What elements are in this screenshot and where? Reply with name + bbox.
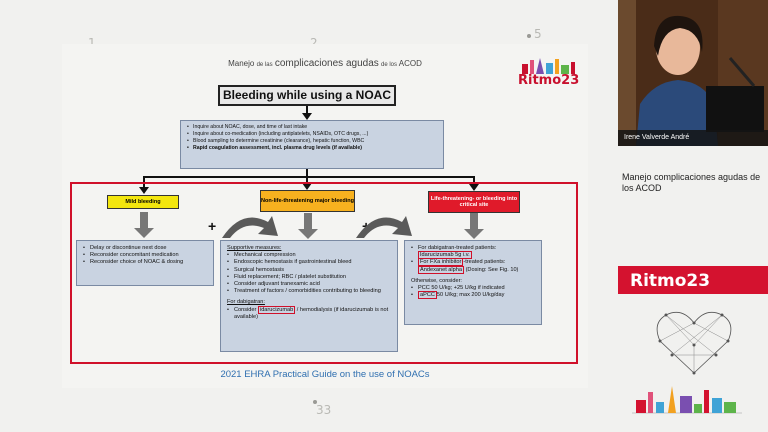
highlighted-drug: aPCC: [418, 291, 437, 300]
supportive-measures-panel: Supportive measures: Mechanical compress…: [220, 240, 398, 352]
panel-heading: Supportive measures:: [227, 245, 282, 251]
ritmo-logo: Ritmo23: [518, 54, 580, 88]
mild-bleeding-panel: Delay or discontinue next dose Reconside…: [76, 240, 214, 286]
title-part: complicaciones agudas: [274, 58, 379, 69]
title-part: de las: [256, 62, 273, 68]
text: -treated patients:: [463, 259, 506, 266]
brand-banner: Ritmo23: [618, 266, 768, 294]
connector: [473, 176, 475, 185]
panel-heading: Otherwise, consider:: [411, 277, 462, 284]
list-item: Endoscopic hemostasis if gastrointestina…: [227, 259, 391, 266]
text: 50 U/kg; max 200 U/kg/day: [436, 292, 505, 299]
speaker-name: Irene Valverde André: [618, 130, 768, 146]
heart-network-icon: [656, 311, 732, 375]
life-threatening-panel: For dabigatran-treated patients: Idaruci…: [404, 240, 542, 325]
list-item: Fluid replacement; RBC / platelet substi…: [227, 274, 391, 281]
title-part: de los: [381, 62, 398, 68]
list-item: Delay or discontinue next dose: [83, 245, 207, 252]
presentation-slide: Manejo de las complicaciones agudas de l…: [62, 44, 588, 388]
clock-number: 5: [534, 27, 542, 41]
down-arrow-icon: [134, 212, 154, 238]
title-part: ACOD: [398, 59, 422, 68]
panel-heading: For dabigatran:: [227, 299, 265, 306]
plus-sign: +: [208, 218, 217, 234]
arrow-icon: [302, 113, 312, 120]
list-item: PCC 50 U/kg; +25 U/kg if indicated: [411, 285, 535, 292]
arrow-icon: [139, 187, 149, 194]
speaker-video: Irene Valverde André: [618, 0, 768, 146]
plus-sign: +: [362, 218, 371, 234]
tag-mild-bleeding: Mild bleeding: [107, 195, 179, 209]
list-item: Treatment of factors / comorbidities con…: [227, 288, 391, 295]
curved-arrow-icon: [222, 216, 278, 238]
list-item: Blood sampling to determine creatinine (…: [187, 138, 437, 145]
list-item: For FXa inhibitor-treated patients: Ande…: [411, 258, 535, 274]
down-arrow-icon: [464, 213, 484, 239]
list-item: Consider adjuvant tranexamic acid: [227, 281, 391, 288]
slide-title: Manejo de las complicaciones agudas de l…: [62, 58, 588, 69]
text: Consider: [234, 306, 257, 313]
list-item: Rapid coagulation assessment, incl. plas…: [187, 145, 437, 152]
logo-text: Ritmo23: [518, 73, 580, 88]
arrow-icon: [302, 183, 312, 190]
skyline-icon: [632, 386, 742, 414]
highlighted-drug: Andexanet alpha: [418, 265, 464, 274]
talk-title: Manejo complicaciones agudas de los ACOD: [622, 172, 761, 193]
text: / hemodialysis (if idarucizumab is not a…: [234, 306, 389, 320]
list-item: Inquire about NOAC, dose, and time of la…: [187, 124, 437, 131]
down-arrow-icon: [298, 213, 318, 239]
list-item: Reconsider concomitant medication: [83, 252, 207, 259]
severity-frame: [70, 182, 578, 364]
highlighted-drug: idarucizumab: [257, 305, 296, 314]
arrow-icon: [469, 184, 479, 191]
connector: [306, 106, 308, 114]
highlighted-drug: Idarucizumab 5g i.v.: [418, 251, 472, 260]
clock-number: 33: [316, 403, 332, 417]
title-part: Manejo: [228, 59, 255, 68]
list-item: Inquire about co-medication (including a…: [187, 131, 437, 138]
text: For dabigatran-treated patients:: [418, 245, 497, 251]
connector: [306, 176, 308, 184]
clock-dot: [527, 34, 531, 38]
clock-dot: [313, 400, 317, 404]
inquire-box: Inquire about NOAC, dose, and time of la…: [180, 120, 444, 169]
skyline-icon: [522, 58, 575, 74]
clock-number: 2: [310, 36, 318, 50]
connector: [143, 176, 474, 178]
slide-footer: 2021 EHRA Practical Guide on the use of …: [220, 369, 430, 380]
list-item: For dabigatran-treated patients: Idaruci…: [411, 245, 535, 260]
curved-arrow-icon: [356, 216, 412, 238]
list-item: Reconsider choice of NOAC & dosing: [83, 259, 207, 266]
speaker-image: [618, 0, 768, 146]
text: (Dosing: See Fig. 10): [465, 266, 519, 273]
tag-non-life-threatening: Non-life-threatening major bleeding: [260, 190, 355, 212]
list-item: Surgical hemostasis: [227, 267, 391, 274]
list-item: Consider idarucizumab / hemodialysis (if…: [227, 305, 391, 321]
list-item: Mechanical compression: [227, 252, 391, 259]
clock-number: 1: [88, 36, 96, 50]
highlighted-drug: For FXa inhibitor: [418, 258, 464, 267]
flow-main-box: Bleeding while using a NOAC: [218, 85, 396, 106]
connector: [306, 169, 308, 177]
tag-life-threatening: Life-threatening- or bleeding into criti…: [428, 191, 520, 213]
